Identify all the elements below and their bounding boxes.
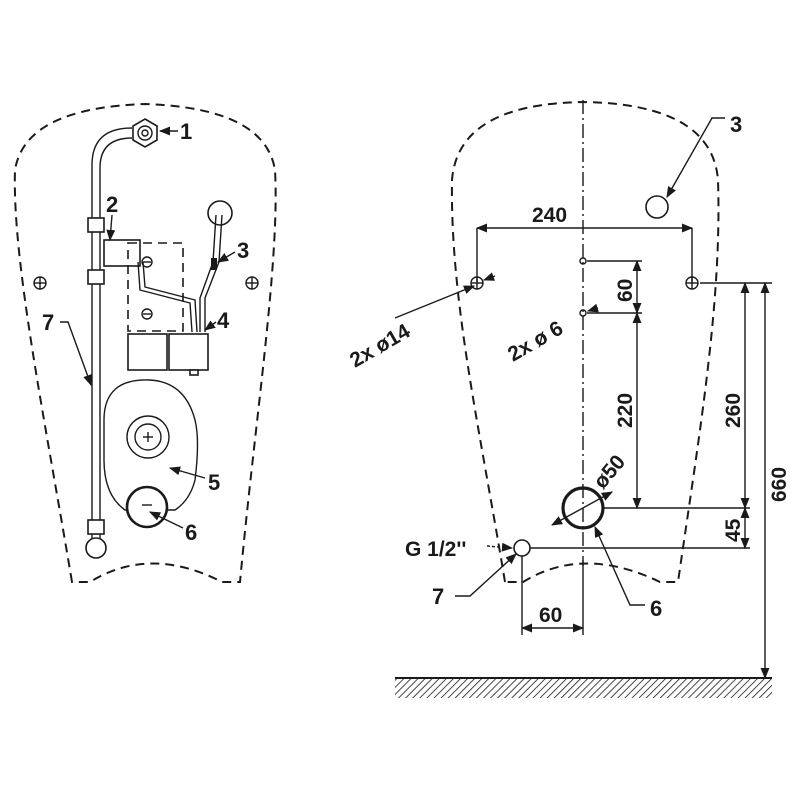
- callout-6-right: 6: [650, 596, 662, 621]
- dim-60-vertical: 60: [614, 279, 637, 302]
- sensor-hole: [645, 195, 669, 219]
- right-view: 240 60 220 ø50 260 45 660 G 1/2'': [346, 100, 791, 698]
- mount-holes-note: 2x ø14: [346, 320, 414, 373]
- angle-valve-icon: [132, 118, 158, 148]
- callout-1: 1: [180, 119, 192, 144]
- callout-3-right: 3: [730, 112, 742, 137]
- dim-drain-diameter: ø50: [589, 451, 630, 494]
- dim-45: 45: [722, 518, 745, 542]
- dim-660: 660: [768, 467, 791, 502]
- callout-7-right: 7: [432, 584, 444, 609]
- dim-260: 260: [722, 393, 745, 428]
- callout-6: 6: [185, 520, 197, 545]
- left-view: 1 2 3 4 5 6 7: [13, 102, 277, 583]
- dim-220: 220: [614, 393, 637, 428]
- callout-3: 3: [237, 238, 249, 263]
- callout-7: 7: [42, 310, 54, 335]
- urinal-outline-right: [450, 100, 720, 583]
- callout-4: 4: [217, 308, 230, 333]
- callout-5: 5: [208, 470, 220, 495]
- solenoid-assembly: [103, 200, 233, 376]
- supply-pipe: [85, 127, 133, 559]
- urinal-outline-left: [13, 102, 277, 583]
- mount-hole-icon: [33, 276, 259, 290]
- supply-hole: [513, 539, 531, 557]
- dim-240: 240: [532, 204, 567, 227]
- callout-2: 2: [106, 192, 118, 217]
- small-holes-note: 2x ø 6: [504, 317, 567, 367]
- dim-60-horizontal: 60: [539, 604, 562, 627]
- mount-hole-icon: [470, 276, 699, 290]
- thread-label: G 1/2'': [405, 538, 466, 561]
- floor: [395, 677, 772, 698]
- trap-body: [103, 379, 199, 529]
